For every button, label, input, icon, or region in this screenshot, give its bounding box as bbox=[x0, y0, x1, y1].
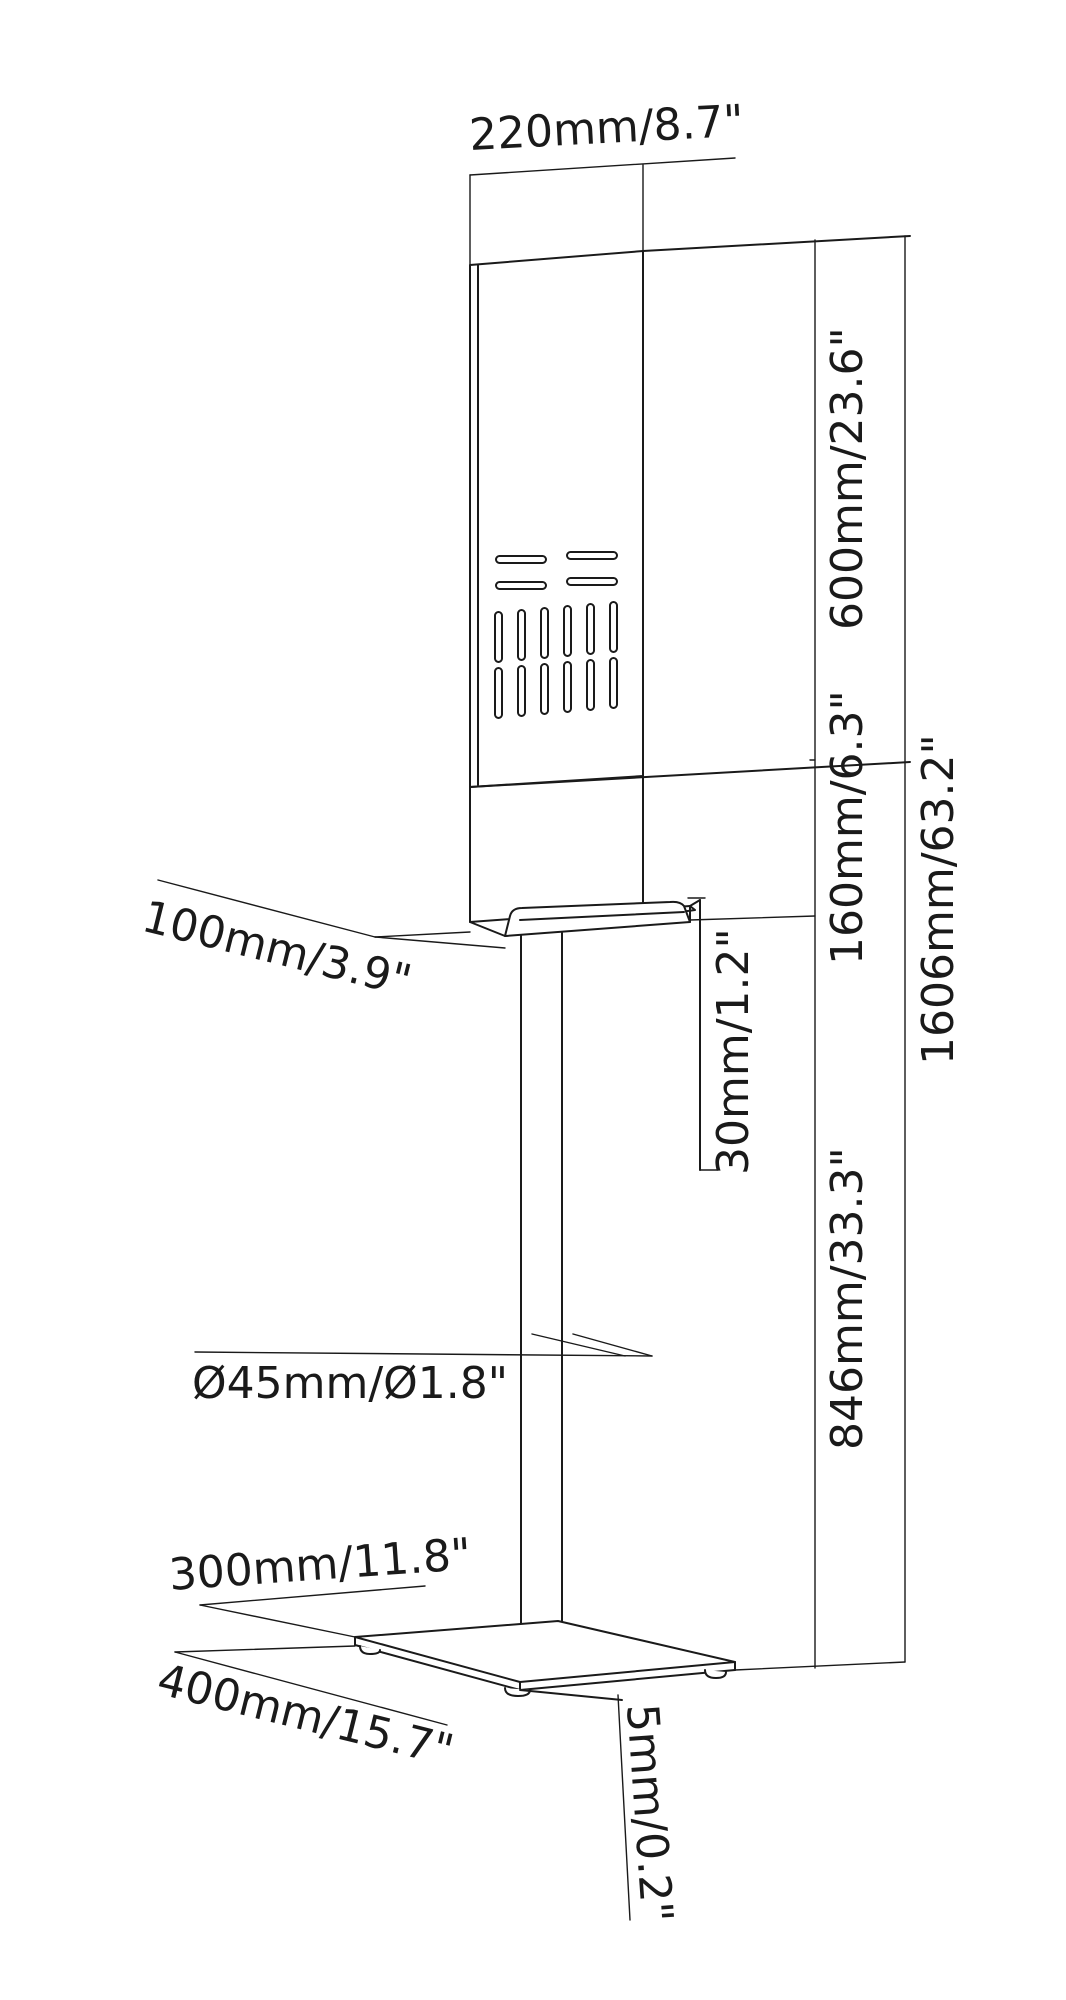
label-pole-height: 846mm/33.3" bbox=[822, 1147, 873, 1450]
label-base-depth: 300mm/11.8" bbox=[167, 1529, 473, 1601]
label-pole-diameter: Ø45mm/Ø1.8" bbox=[192, 1358, 508, 1409]
label-width-top: 220mm/8.7" bbox=[468, 96, 745, 161]
pole bbox=[520, 932, 563, 1639]
dimension-lines bbox=[157, 157, 906, 1921]
vent-slots bbox=[494, 551, 618, 719]
label-base-width: 400mm/15.7" bbox=[152, 1654, 458, 1777]
label-panel-height: 600mm/23.6" bbox=[822, 327, 873, 630]
base-plate bbox=[354, 1620, 736, 1701]
label-shelf-depth: 100mm/3.9" bbox=[137, 891, 416, 1007]
label-base-thickness: 5mm/0.2" bbox=[616, 1702, 682, 1924]
label-shelf-lip: 30mm/1.2" bbox=[708, 928, 759, 1175]
shelf-bracket bbox=[469, 761, 911, 1171]
label-total-height: 1606mm/63.2" bbox=[913, 734, 964, 1065]
label-shelf-gap: 160mm/6.3" bbox=[822, 690, 873, 965]
